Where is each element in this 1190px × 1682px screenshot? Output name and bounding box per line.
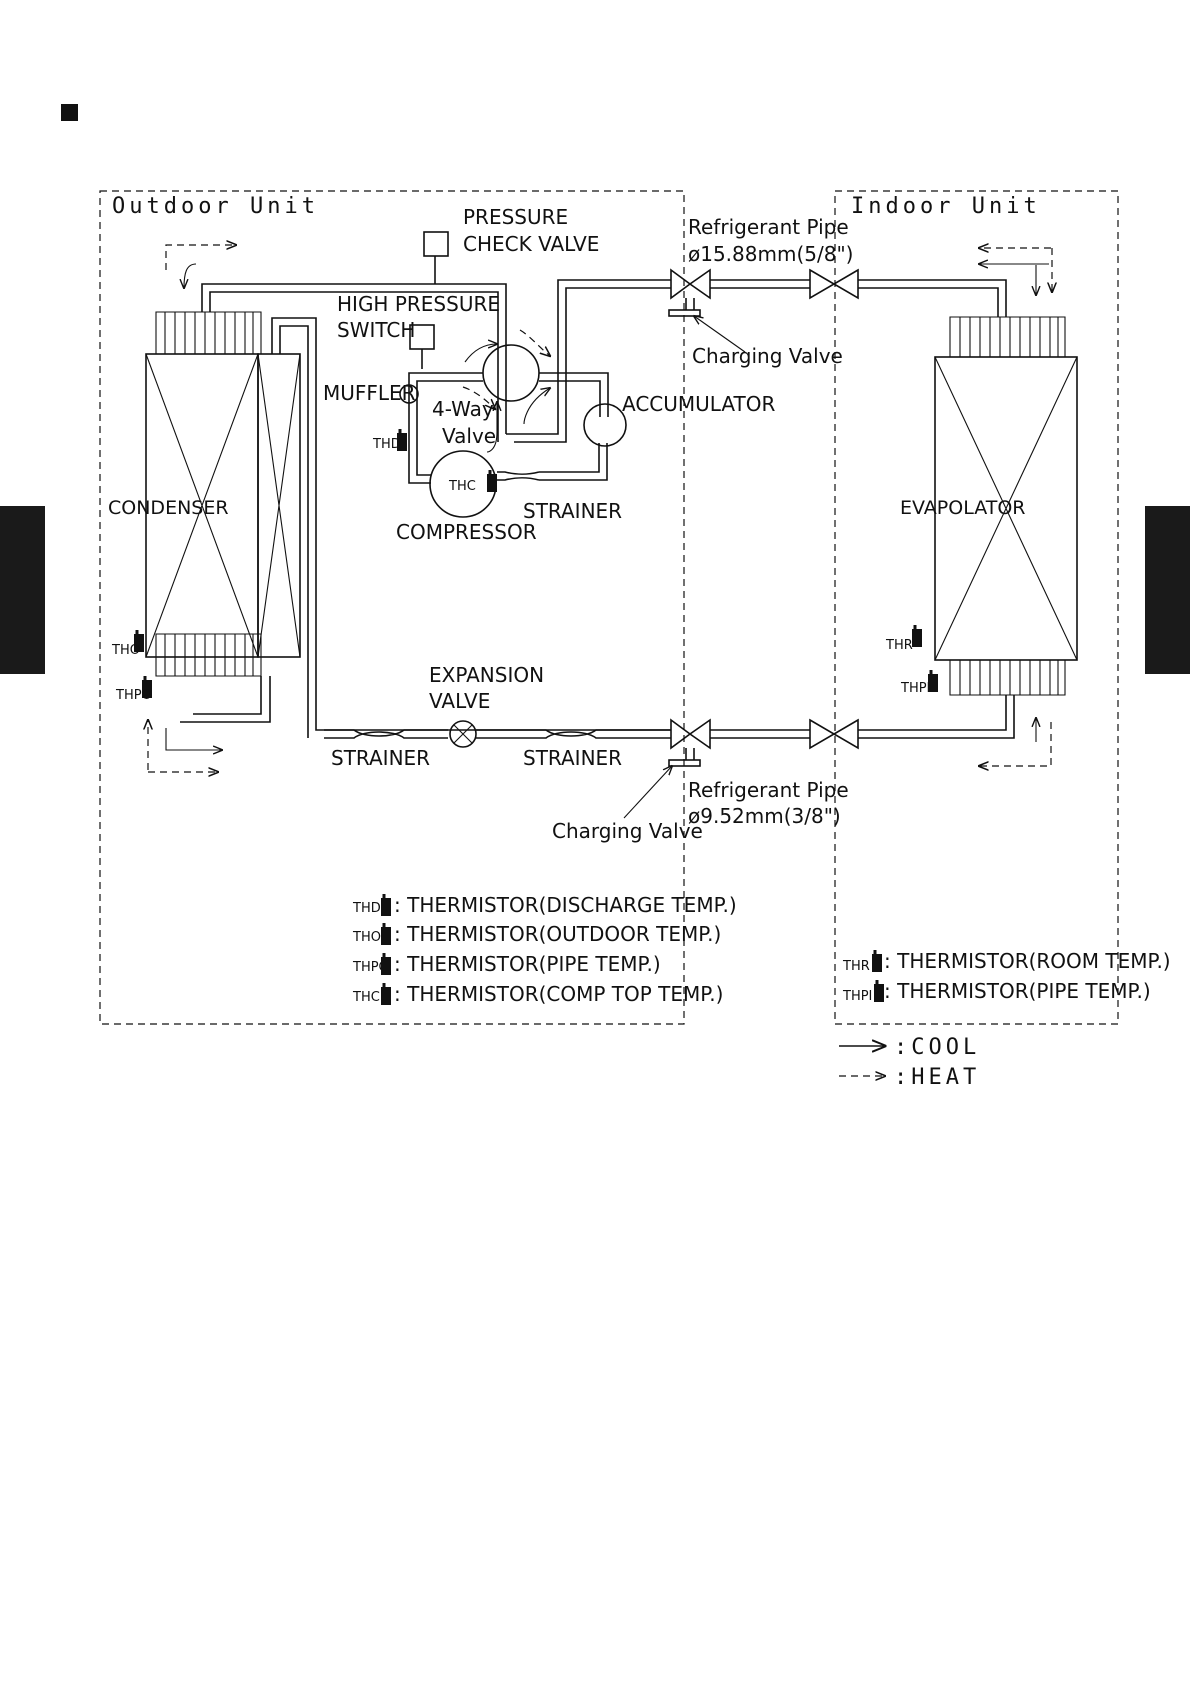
pressure-check-valve: [423, 231, 449, 257]
compressor-sensor-label: THC: [448, 479, 476, 494]
thr-thermistor-icon: [912, 625, 922, 647]
strainer-label-upper: STRAINER: [523, 499, 622, 523]
indoor-unit-label: Indoor Unit: [851, 194, 1041, 219]
indoor-thermistor-legend: THR : THERMISTOR(ROOM TEMP.) THPI : THER…: [842, 949, 1171, 1004]
section-bullet: [61, 104, 78, 121]
expansion-valve-label-1: EXPANSION: [429, 663, 544, 687]
liquid-line: [324, 695, 1015, 748]
strainer-label-right: STRAINER: [523, 746, 622, 770]
gas-joint-valve: [809, 268, 859, 300]
legend-sensor-thpo: THPO: [352, 960, 389, 975]
indoor-airflow-arrows: [979, 248, 1052, 766]
legend-tho-icon: [381, 923, 391, 945]
flow-legend: :COOL :HEAT: [839, 1035, 980, 1090]
legend-sensor-thpi: THPI: [842, 989, 872, 1004]
thpo-sensor-label: THPO: [115, 688, 152, 703]
expansion-valve: [449, 720, 477, 748]
four-way-valve: [482, 344, 540, 402]
legend-text-thpi: : THERMISTOR(PIPE TEMP.): [884, 979, 1151, 1003]
outdoor-thermistor-legend: THD : THERMISTOR(DISCHARGE TEMP.) THO : …: [352, 893, 737, 1006]
thpi-sensor-label: THPI: [900, 681, 930, 696]
legend-sensor-thc: THC: [352, 990, 380, 1005]
gas-pipe-label-1: Refrigerant Pipe: [688, 215, 849, 239]
legend-thpi-icon: [874, 980, 884, 1002]
thr-sensor-label: THR: [885, 638, 913, 653]
condenser-label: CONDENSER: [108, 497, 229, 519]
gas-line: [201, 256, 1007, 443]
outdoor-unit-label: Outdoor Unit: [112, 194, 319, 219]
thd-sensor-label: THD: [372, 437, 401, 452]
tho-sensor-label: THO: [111, 643, 140, 658]
compressor-label: COMPRESSOR: [396, 520, 537, 544]
indoor-unit-box: [834, 190, 1119, 1025]
legend-heat: :HEAT: [894, 1065, 980, 1090]
evaporator-label: EVAPOLATOR: [900, 497, 1026, 519]
muffler: [399, 384, 419, 404]
liquid-charging-valve-label: Charging Valve: [552, 819, 703, 843]
high-pressure-switch-label-2: SWITCH: [337, 318, 415, 342]
pressure-check-valve-label-2: CHECK VALVE: [463, 232, 599, 256]
liquid-joint-valve: [809, 718, 859, 750]
legend-thr-icon: [872, 950, 882, 972]
liquid-charging-valve-leader: [623, 766, 672, 819]
legend-thc-icon: [381, 983, 391, 1005]
gas-charging-valve-leader: [694, 316, 746, 353]
edge-tab-right: [1145, 506, 1190, 674]
pressure-check-valve-label-1: PRESSURE: [463, 205, 568, 229]
edge-tab-left: [0, 506, 45, 674]
legend-text-thr: : THERMISTOR(ROOM TEMP.): [884, 949, 1171, 973]
legend-thpo-icon: [381, 953, 391, 975]
condenser: [145, 311, 671, 738]
outdoor-unit-box: [99, 190, 685, 1025]
liquid-pipe-label-1: Refrigerant Pipe: [688, 778, 849, 802]
legend-text-thc: : THERMISTOR(COMP TOP TEMP.): [394, 982, 723, 1006]
legend-text-tho: : THERMISTOR(OUTDOOR TEMP.): [394, 922, 721, 946]
accumulator-label: ACCUMULATOR: [622, 392, 775, 416]
legend-cool: :COOL: [894, 1035, 980, 1060]
evaporator: [934, 316, 1078, 696]
legend-text-thpo: : THERMISTOR(PIPE TEMP.): [394, 952, 661, 976]
four-way-valve-label-1: 4-Way: [432, 397, 494, 421]
four-way-valve-label-2: Valve: [442, 424, 496, 448]
strainer-label-left: STRAINER: [331, 746, 430, 770]
legend-sensor-thd: THD: [352, 901, 381, 916]
outdoor-airflow-arrows: [148, 245, 236, 772]
muffler-label: MUFFLER: [323, 381, 416, 405]
legend-thd-icon: [381, 894, 391, 916]
gas-service-valve: [668, 268, 711, 317]
high-pressure-switch-label-1: HIGH PRESSURE: [337, 292, 500, 316]
gas-charging-valve-label: Charging Valve: [692, 344, 843, 368]
gas-pipe-label-2: ø15.88mm(5/8"): [688, 242, 853, 266]
legend-sensor-thr: THR: [842, 959, 870, 974]
legend-sensor-tho: THO: [352, 930, 381, 945]
accumulator: [583, 403, 627, 447]
liquid-service-valve: [668, 718, 711, 767]
compressor-loop: [408, 329, 627, 484]
liquid-pipe-label-2: ø9.52mm(3/8"): [688, 804, 841, 828]
thc-thermistor-icon: [487, 470, 497, 492]
expansion-valve-label-2: VALVE: [429, 689, 490, 713]
legend-text-thd: : THERMISTOR(DISCHARGE TEMP.): [394, 893, 737, 917]
